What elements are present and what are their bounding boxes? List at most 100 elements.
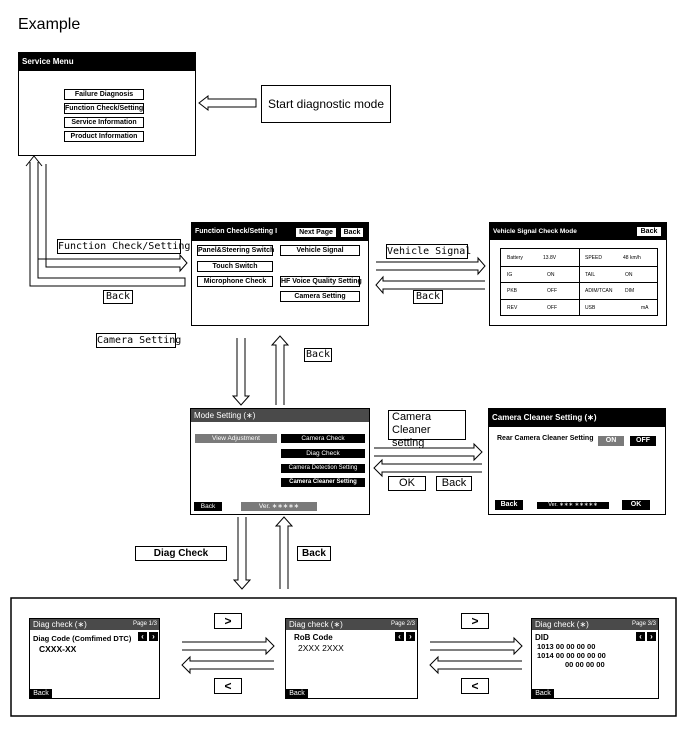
ig-label: IG — [507, 272, 513, 278]
next-page-label-1: > — [214, 613, 242, 629]
arrow-up-from-diag — [274, 516, 294, 589]
arrow-diag-2-3 — [430, 636, 523, 656]
diag-page-3-header: Diag check (∗) Page 3/3 — [532, 619, 658, 630]
diag-page-3-back-button[interactable]: Back — [532, 689, 554, 698]
camera-cleaner-setting-button[interactable]: Camera Cleaner Setting — [281, 478, 365, 487]
chevron-right-icon: › — [650, 632, 653, 641]
camera-cleaner-back-button[interactable]: Back — [495, 500, 523, 510]
view-adjustment-button[interactable]: View Adjustment — [195, 434, 277, 443]
diag-page-2-next-button[interactable]: › — [406, 632, 415, 641]
next-page-button[interactable]: Next Page — [295, 227, 337, 238]
vehicle-signal-back-button[interactable]: Back — [636, 226, 662, 237]
camera-cleaner-header: Camera Cleaner Setting (∗) — [489, 409, 665, 427]
function-check-setting-label: Function Check/Setting — [57, 239, 191, 254]
camera-check-button[interactable]: Camera Check — [281, 434, 365, 443]
diag-page-1-prev-button[interactable]: ‹ — [138, 632, 147, 641]
page-title: Example — [18, 16, 81, 33]
diag-page-3-line1: DID — [535, 633, 549, 642]
next-page-label-2: > — [461, 613, 489, 629]
vehicle-signal-screen: Vehicle Signal Check Mode Back Battery 1… — [489, 222, 667, 326]
arrow-diag-1-2 — [182, 636, 275, 656]
diag-page-3-prev-button[interactable]: ‹ — [636, 632, 645, 641]
diag-page-1-back-button[interactable]: Back — [30, 689, 52, 698]
diag-check-label: Diag Check — [135, 546, 227, 561]
camera-cleaner-version: Ver. ∗∗∗ ∗∗∗∗∗ — [537, 502, 609, 509]
diag-page-2-line2: 2XXX 2XXX — [298, 643, 344, 653]
arrow-to-cleaner — [374, 442, 483, 462]
arrow-diag-2-1 — [181, 655, 274, 675]
microphone-check-button[interactable]: Microphone Check — [197, 276, 273, 287]
arrow-back-to-service — [29, 162, 186, 287]
diag-page-2-prev-button[interactable]: ‹ — [395, 632, 404, 641]
diag-page-2: Diag check (∗) Page 2/3 ‹ › RoB Code 2XX… — [285, 618, 418, 699]
prev-page-label-1: < — [214, 678, 242, 694]
back-label-2: Back — [413, 290, 443, 304]
vehicle-signal-label: Vehicle Signal — [386, 244, 472, 259]
diag-page-2-number: Page 2/3 — [390, 621, 415, 627]
diag-page-2-back-button[interactable]: Back — [286, 689, 308, 698]
cleaner-on-button[interactable]: ON — [598, 436, 624, 446]
diag-page-1-line2: CXXX-XX — [39, 644, 77, 654]
service-information-button[interactable]: Service Information — [64, 117, 144, 128]
vehicle-signal-header: Vehicle Signal Check Mode — [490, 223, 666, 240]
chevron-left-icon: ‹ — [141, 632, 144, 641]
product-information-button[interactable]: Product Information — [64, 131, 144, 142]
chevron-left-icon: ‹ — [398, 632, 401, 641]
back-label-1: Back — [103, 290, 133, 304]
camera-cleaner-label-line2: Cleaner setting — [392, 424, 431, 449]
service-menu-header: Service Menu — [19, 53, 195, 71]
diag-page-1: Diag check (∗) Page 1/3 ‹ › Diag Code (C… — [29, 618, 160, 699]
diag-page-3: Diag check (∗) Page 3/3 ‹ › DID 1013 00 … — [531, 618, 659, 699]
tail-label: TAIL — [585, 272, 596, 278]
ig-value: ON — [547, 272, 555, 278]
camera-cleaner-ok-button[interactable]: OK — [622, 500, 650, 510]
rev-label: REV — [507, 305, 518, 311]
mode-setting-back-button[interactable]: Back — [194, 502, 222, 511]
arrow-diag-3-2 — [429, 655, 522, 675]
mode-setting-header: Mode Setting (∗) — [191, 409, 369, 422]
arrow-back-from-cleaner — [373, 458, 482, 478]
arrow-start — [198, 94, 257, 112]
arrow-up-from-mode — [270, 335, 290, 405]
pkb-label: PKB — [507, 288, 518, 294]
camera-cleaner-label-line1: Camera — [392, 411, 432, 423]
battery-label: Battery — [507, 255, 523, 261]
camera-setting-label: Camera Setting — [96, 333, 182, 348]
function-check-setting-button[interactable]: Function Check/Setting — [64, 103, 144, 114]
usb-value: mA — [641, 305, 649, 311]
chevron-left-icon: ‹ — [639, 632, 642, 641]
hf-voice-quality-setting-button[interactable]: HF Voice Quality Setting — [280, 276, 362, 287]
arrow-down-mode — [231, 338, 251, 406]
ok-label: OK — [388, 476, 426, 491]
adim-value: DIM — [625, 288, 635, 294]
rear-camera-cleaner-label: Rear Camera Cleaner Setting — [497, 435, 594, 442]
diag-check-button[interactable]: Diag Check — [281, 449, 365, 458]
panel-steering-switch-button[interactable]: Panel&Steering Switch — [197, 245, 275, 256]
diag-page-2-title: Diag check (∗) — [289, 620, 343, 629]
back-label-5: Back — [297, 546, 331, 561]
prev-page-label-2: < — [461, 678, 489, 694]
diag-page-2-line1: RoB Code — [294, 633, 333, 642]
diag-page-1-number: Page 1/3 — [132, 621, 157, 627]
failure-diagnosis-button[interactable]: Failure Diagnosis — [64, 89, 144, 100]
battery-value: 13.8V — [543, 255, 557, 261]
function-check-back-button[interactable]: Back — [340, 227, 364, 238]
vehicle-signal-button[interactable]: Vehicle Signal — [280, 245, 360, 256]
touch-switch-button[interactable]: Touch Switch — [197, 261, 273, 272]
back-label-3: Back — [304, 348, 332, 362]
speed-value: 48 km/h — [623, 255, 641, 261]
cleaner-off-button[interactable]: OFF — [630, 436, 656, 446]
camera-setting-button[interactable]: Camera Setting — [280, 291, 360, 302]
mode-setting-screen: Mode Setting (∗) View Adjustment Camera … — [190, 408, 370, 515]
adim-label: ADIM/TCAN — [585, 288, 613, 294]
diag-page-1-next-button[interactable]: › — [149, 632, 158, 641]
diag-page-2-header: Diag check (∗) Page 2/3 — [286, 619, 417, 630]
diag-page-3-number: Page 3/3 — [631, 621, 656, 627]
speed-label: SPEED — [585, 255, 602, 261]
tail-value: ON — [625, 272, 633, 278]
chevron-right-icon: › — [409, 632, 412, 641]
diag-page-3-next-button[interactable]: › — [647, 632, 656, 641]
camera-detection-setting-button[interactable]: Camera Detection Setting — [281, 464, 365, 473]
back-label-4: Back — [436, 476, 472, 491]
